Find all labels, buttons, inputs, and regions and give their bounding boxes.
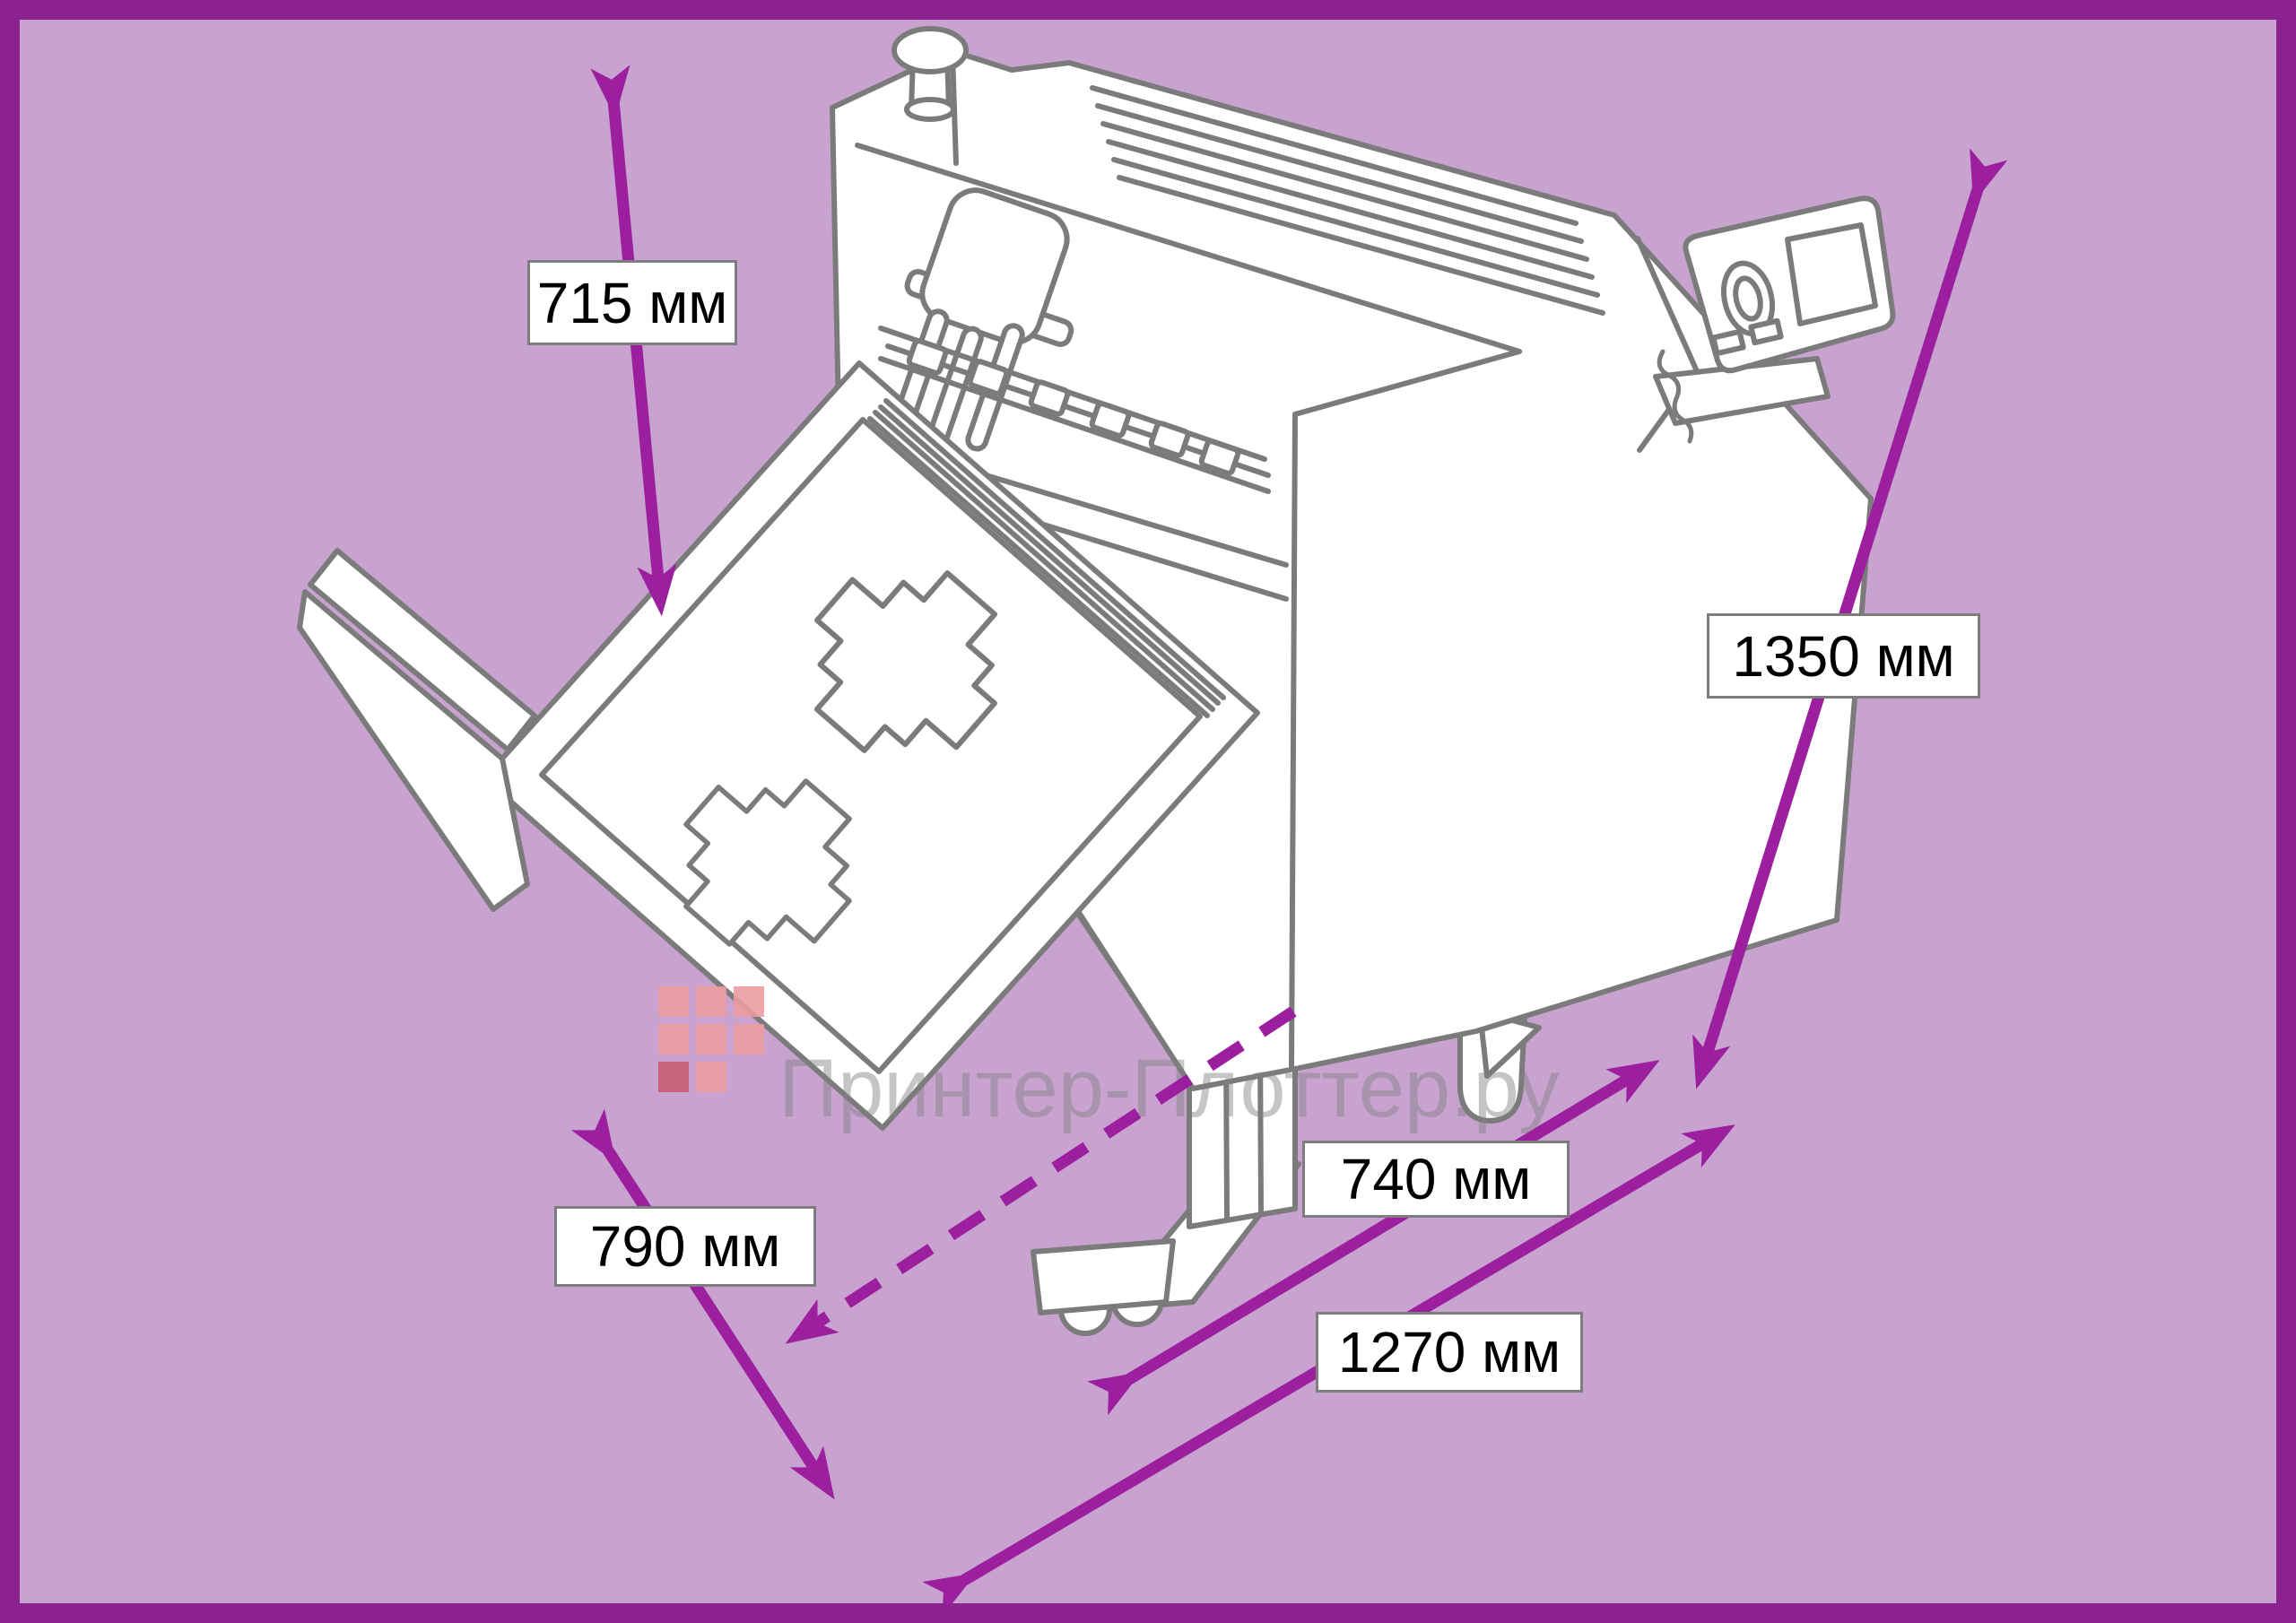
dimension-arrow-790 xyxy=(570,1108,835,1500)
control-panel xyxy=(1683,195,1896,374)
panel-button xyxy=(1748,317,1784,346)
dimension-label-1270: 1270 мм xyxy=(1316,1312,1583,1393)
dimension-label-715: 715 мм xyxy=(527,260,737,345)
panel-button xyxy=(1710,328,1746,357)
sheet-stack xyxy=(867,398,1226,718)
dimension-label-740: 740 мм xyxy=(1302,1141,1570,1218)
spring-icon xyxy=(1657,349,1694,444)
machine-line-art xyxy=(297,26,1896,1336)
floor-dashed-arrow xyxy=(785,1006,1297,1344)
dimension-arrow-715 xyxy=(590,65,677,617)
deck-grooves xyxy=(1090,85,1605,316)
clamp-rail xyxy=(878,325,1271,494)
output-tray xyxy=(482,360,1260,1131)
adjust-knob xyxy=(891,26,969,122)
dimension-label-790: 790 мм xyxy=(554,1206,816,1287)
dimension-label-1350: 1350 мм xyxy=(1707,613,1980,699)
watermark-logo xyxy=(658,986,764,1092)
paper-clamps xyxy=(906,338,1241,476)
tray-flap xyxy=(297,548,537,912)
panel-screen xyxy=(1785,222,1878,326)
